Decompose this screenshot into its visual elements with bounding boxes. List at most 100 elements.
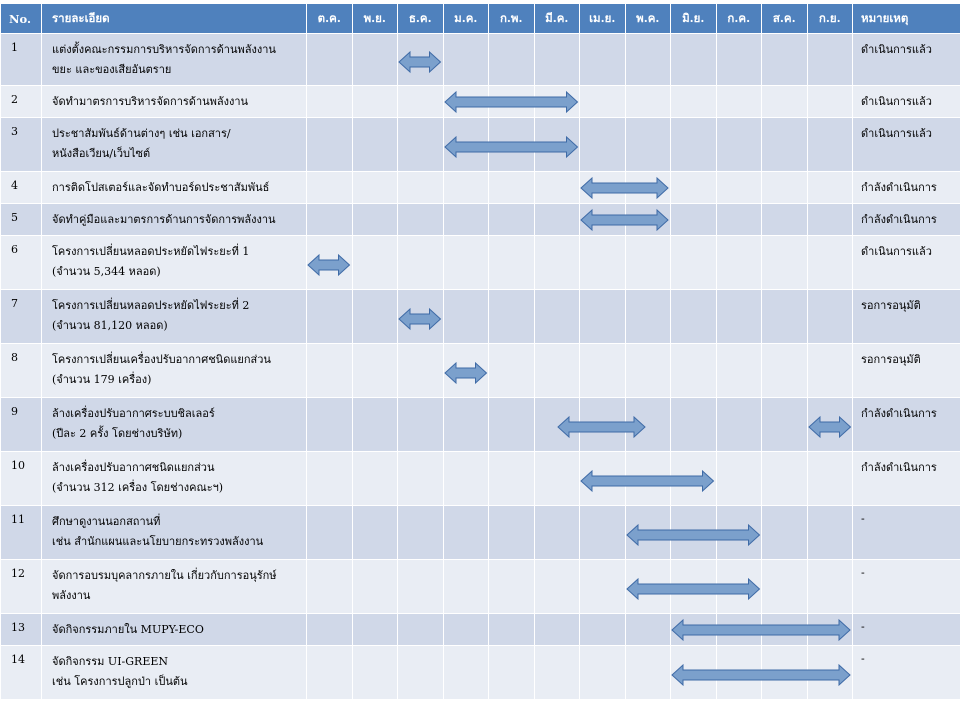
month-cell (624, 397, 671, 452)
month-cell (761, 289, 808, 344)
month-cell (670, 559, 717, 614)
row-number: 5 (0, 203, 42, 236)
row-remark: - (852, 559, 960, 614)
table-row: 4 การติดโปสเตอร์และจัดทำบอร์ดประชาสัมพันธ… (0, 171, 960, 204)
month-cell (533, 505, 580, 560)
detail-line: ล้างเครื่องปรับอากาศระบบชิลเลอร์ (52, 407, 215, 420)
month-cell (624, 203, 671, 236)
month-cell (715, 203, 762, 236)
month-cell (715, 289, 762, 344)
row-remark: กำลังดำเนินการ (852, 397, 960, 452)
month-cell (806, 117, 853, 172)
row-remark: ดำเนินการแล้ว (852, 235, 960, 290)
month-cell (351, 559, 398, 614)
header-month: มิ.ย. (670, 3, 717, 34)
month-cell (715, 451, 762, 506)
month-cell (806, 33, 853, 86)
row-number: 8 (0, 343, 42, 398)
detail-line: ขยะ และของเสียอันตราย (52, 63, 172, 76)
month-cell (624, 33, 671, 86)
detail-line: จัดทำมาตรการบริหารจัดการด้านพลังงาน (52, 95, 249, 108)
month-cell (351, 289, 398, 344)
detail-line: เช่น สำนักแผนและนโยบายกระทรวงพลังงาน (52, 535, 264, 548)
month-cell (306, 343, 353, 398)
month-cell (533, 451, 580, 506)
month-cell (624, 171, 671, 204)
month-cell (533, 289, 580, 344)
header-month: เม.ย. (579, 3, 626, 34)
month-cell (670, 117, 717, 172)
month-cell (761, 235, 808, 290)
month-cell (351, 645, 398, 700)
header-detail: รายละเอียด (41, 3, 307, 34)
header-month: พ.ค. (624, 3, 671, 34)
month-cell (397, 451, 444, 506)
month-cell (579, 203, 626, 236)
month-cell (442, 397, 489, 452)
month-cell (306, 235, 353, 290)
month-cell (306, 203, 353, 236)
header-month: ธ.ค. (397, 3, 444, 34)
row-detail: โครงการเปลี่ยนหลอดประหยัดไฟระยะที่ 2(จำน… (41, 289, 307, 344)
month-cell (715, 505, 762, 560)
month-cell (306, 397, 353, 452)
month-cell (670, 343, 717, 398)
detail-line: แต่งตั้งคณะกรรมการบริหารจัดการด้านพลังงา… (52, 43, 276, 56)
row-remark: ดำเนินการแล้ว (852, 33, 960, 86)
month-cell (579, 613, 626, 646)
month-cell (579, 343, 626, 398)
row-remark: - (852, 645, 960, 700)
month-cell (761, 343, 808, 398)
detail-line: (จำนวน 81,120 หลอด) (52, 319, 168, 332)
month-cell (442, 289, 489, 344)
detail-line: การติดโปสเตอร์และจัดทำบอร์ดประชาสัมพันธ์ (52, 181, 270, 194)
month-cell (670, 33, 717, 86)
month-cell (670, 451, 717, 506)
detail-line: (ปีละ 2 ครั้ง โดยช่างบริษัท) (52, 427, 183, 440)
row-detail: โครงการเปลี่ยนหลอดประหยัดไฟระยะที่ 1(จำน… (41, 235, 307, 290)
month-cell (806, 85, 853, 118)
month-cell (624, 289, 671, 344)
row-remark: - (852, 505, 960, 560)
row-number: 4 (0, 171, 42, 204)
month-cell (715, 33, 762, 86)
month-cell (806, 397, 853, 452)
row-number: 7 (0, 289, 42, 344)
month-cell (397, 645, 444, 700)
month-cell (351, 505, 398, 560)
month-cell (533, 203, 580, 236)
month-cell (670, 203, 717, 236)
month-cell (579, 645, 626, 700)
detail-line: เช่น โครงการปลูกป่า เป็นต้น (52, 675, 188, 688)
row-detail: จัดกิจกรรมภายใน MUPY-ECO (41, 613, 307, 646)
month-cell (397, 117, 444, 172)
month-cell (488, 171, 535, 204)
month-cell (397, 171, 444, 204)
row-detail: ล้างเครื่องปรับอากาศชนิดแยกส่วน(จำนวน 31… (41, 451, 307, 506)
month-cell (397, 613, 444, 646)
month-cell (397, 505, 444, 560)
month-cell (806, 559, 853, 614)
month-cell (533, 171, 580, 204)
detail-line: หนังสือเวียน/เว็บไซต์ (52, 147, 151, 160)
month-cell (306, 85, 353, 118)
month-cell (579, 171, 626, 204)
month-cell (442, 117, 489, 172)
month-cell (533, 559, 580, 614)
month-cell (306, 117, 353, 172)
month-cell (806, 645, 853, 700)
month-cell (351, 171, 398, 204)
row-detail: แต่งตั้งคณะกรรมการบริหารจัดการด้านพลังงา… (41, 33, 307, 86)
month-cell (442, 33, 489, 86)
month-cell (761, 613, 808, 646)
month-cell (715, 235, 762, 290)
month-cell (442, 343, 489, 398)
month-cell (670, 645, 717, 700)
month-cell (306, 645, 353, 700)
